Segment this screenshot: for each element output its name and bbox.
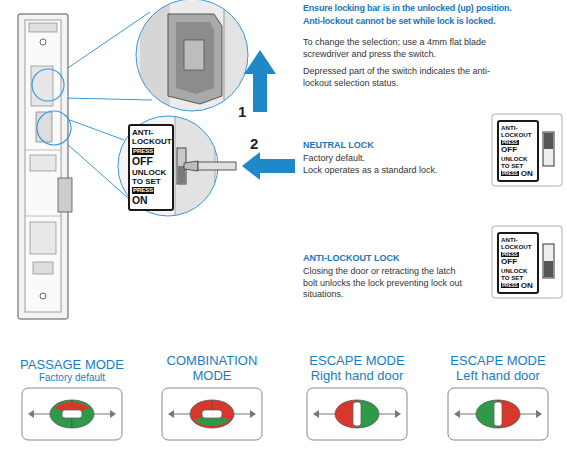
option-text: Lock operates as a standard lock. bbox=[303, 165, 483, 177]
switch-text: UNLOCK TO SET bbox=[501, 267, 527, 281]
switch-text: ANTI-LOCKOUT bbox=[132, 128, 172, 146]
plate-row: PRESSON bbox=[501, 169, 535, 178]
plate-row: PRESSOFF bbox=[132, 146, 170, 167]
direction-arrow bbox=[242, 152, 295, 180]
switch-text: PRESS bbox=[501, 283, 519, 288]
switch-text: ANTI-LOCKOUT bbox=[501, 236, 532, 250]
switch-text: OFF bbox=[501, 145, 517, 154]
switch-text: PRESS bbox=[132, 148, 154, 155]
option-text: Factory default. bbox=[303, 153, 365, 165]
plate-row: ANTI-LOCKOUT bbox=[501, 236, 535, 250]
zoom-marker bbox=[37, 111, 71, 145]
option-heading: ANTI-LOCKOUT LOCK bbox=[303, 253, 400, 265]
mode-icon-box: ESCAPE MODERight hand door bbox=[307, 388, 407, 440]
direction-arrow bbox=[244, 50, 276, 112]
switch-text: PRESS bbox=[501, 252, 519, 257]
mode-heading: ESCAPE MODERight hand door bbox=[277, 354, 437, 383]
instruction-note: Ensure locking bar is in the unlocked (u… bbox=[303, 3, 565, 15]
callout-number: 1 bbox=[238, 102, 246, 122]
switch-text: ANTI-LOCKOUT bbox=[501, 124, 532, 138]
switch-text: PRESS bbox=[501, 140, 519, 145]
switch-label-plate: ANTI-LOCKOUTPRESSOFFUNLOCK TO SETPRESSON bbox=[497, 232, 539, 294]
plate-row: ANTI-LOCKOUT bbox=[132, 128, 170, 146]
plate-row: ANTI-LOCKOUT bbox=[501, 124, 535, 138]
plate-row: UNLOCK TO SET bbox=[501, 267, 535, 281]
mode-title: ESCAPE MODE bbox=[418, 354, 567, 368]
plate-row: PRESSON bbox=[501, 281, 535, 290]
mode-icon bbox=[307, 388, 407, 440]
mode-subtitle: Left hand door bbox=[418, 369, 567, 383]
mode-title: ESCAPE MODE bbox=[277, 354, 437, 368]
mode-icon-box: COMBINATION MODE bbox=[162, 388, 262, 440]
screwdriver bbox=[184, 161, 236, 171]
instruction-text: Depressed part of the switch indicates t… bbox=[303, 66, 508, 89]
mode-title: PASSAGE MODE bbox=[0, 358, 152, 372]
switch-status-image bbox=[492, 114, 562, 186]
mode-heading: ESCAPE MODELeft hand door bbox=[418, 354, 567, 383]
lock-body bbox=[18, 14, 72, 319]
locking-bar-zoom bbox=[130, 0, 260, 120]
option-heading: NEUTRAL LOCK bbox=[303, 140, 374, 152]
plate-row: PRESSOFF bbox=[501, 250, 535, 266]
switch-label-plate: ANTI-LOCKOUTPRESSOFFUNLOCK TO SETPRESSON bbox=[497, 120, 539, 182]
plate-row: UNLOCK TO SET bbox=[501, 155, 535, 169]
switch-text: PRESS bbox=[501, 171, 519, 176]
switch-text: UNLOCK TO SET bbox=[132, 168, 166, 186]
switch-text: ON bbox=[521, 281, 533, 290]
switch-text: OFF bbox=[501, 257, 517, 266]
instruction-text: To change the selection; use a 4mm flat … bbox=[303, 37, 525, 60]
switch-text: OFF bbox=[132, 156, 153, 168]
mode-subtitle: Factory default bbox=[0, 372, 152, 383]
plate-row: UNLOCK TO SET bbox=[132, 168, 170, 186]
plate-row: PRESSOFF bbox=[501, 138, 535, 154]
mode-heading: COMBINATION MODE bbox=[157, 354, 267, 383]
switch-label-plate: ANTI-LOCKOUTPRESSOFFUNLOCK TO SETPRESSON bbox=[128, 124, 174, 211]
mode-icon-box: ESCAPE MODELeft hand door bbox=[448, 388, 548, 440]
instruction-note: Anti-lockout cannot be set while lock is… bbox=[303, 16, 565, 28]
switch-text: UNLOCK TO SET bbox=[501, 155, 527, 169]
zoom-marker bbox=[32, 69, 64, 101]
mode-icon bbox=[162, 388, 262, 440]
switch-status-image bbox=[492, 226, 562, 298]
mode-title: COMBINATION MODE bbox=[157, 354, 267, 383]
plate-row: PRESSON bbox=[132, 186, 170, 207]
switch-text: ON bbox=[132, 195, 148, 207]
mode-icon-box: PASSAGE MODEFactory default bbox=[22, 388, 122, 440]
switch-text: ON bbox=[521, 169, 533, 178]
mode-icon bbox=[22, 388, 122, 440]
mode-subtitle: Right hand door bbox=[277, 369, 437, 383]
mode-heading: PASSAGE MODEFactory default bbox=[0, 358, 152, 383]
callout-number: 2 bbox=[250, 134, 258, 154]
mode-icon bbox=[448, 388, 548, 440]
option-text: Closing the door or retracting the latch… bbox=[303, 266, 463, 301]
switch-text: PRESS bbox=[132, 187, 154, 194]
